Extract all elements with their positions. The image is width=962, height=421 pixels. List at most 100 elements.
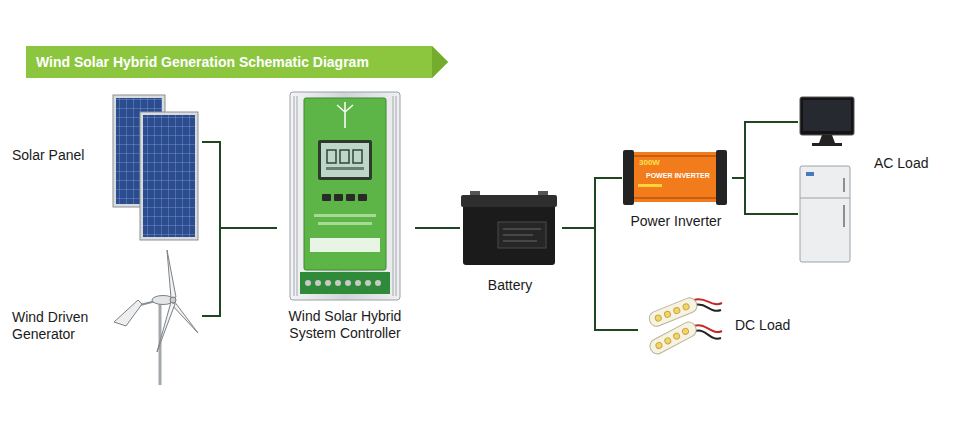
title-banner: [26, 46, 448, 78]
tv-picture: [812, 143, 842, 146]
controller-picture: [305, 280, 381, 286]
controller-picture: [335, 280, 341, 286]
wire-connector: [562, 228, 638, 330]
led-module-picture: [695, 331, 721, 339]
inverter-picture: [638, 184, 662, 187]
tv-picture: [800, 97, 854, 146]
battery-picture: [498, 222, 546, 248]
inverter-picture: [716, 150, 727, 205]
battery-picture: [461, 191, 557, 265]
wire-connector: [562, 178, 622, 228]
solar-panel-picture: [140, 112, 198, 240]
controller-picture: [337, 102, 353, 128]
led-module-picture: [664, 310, 672, 318]
tv-picture: [819, 135, 835, 143]
controller-picture: [321, 143, 369, 177]
controller-picture: [334, 194, 343, 201]
controller-picture: [294, 96, 396, 296]
led-module-picture: [695, 305, 721, 311]
led-module-picture: [654, 303, 690, 322]
wind-turbine-picture: [167, 250, 176, 298]
device-marking: 300W: [639, 159, 660, 167]
controller-picture: [305, 280, 311, 286]
led-module-picture: [694, 299, 722, 304]
component-node: Battery: [460, 190, 562, 298]
wire-connector: [202, 228, 277, 316]
title-banner: [432, 46, 448, 78]
inverter-picture: [623, 150, 634, 205]
led-module-picture: [648, 320, 699, 357]
controller-picture: [355, 280, 361, 286]
fridge-picture: [843, 205, 845, 227]
wind-turbine-picture: [114, 300, 142, 326]
controller-picture: [325, 280, 331, 286]
controller-picture: [314, 214, 376, 217]
component-label: Wind Solar Hybrid System Controller: [277, 308, 413, 342]
led-module-picture: [673, 332, 681, 340]
component-label: DC Load: [735, 317, 801, 334]
controller-picture: [290, 92, 400, 300]
controller-picture: [290, 92, 400, 300]
controller-picture: [318, 222, 372, 225]
wind-turbine-picture: [114, 250, 198, 385]
led-module-picture: [681, 327, 689, 335]
fridge-picture: [800, 166, 850, 262]
wire-connector: [202, 142, 277, 228]
component-label: Solar Panel: [12, 147, 104, 164]
controller-picture: [365, 280, 371, 286]
led-module-picture: [682, 303, 690, 311]
controller-picture: [375, 280, 381, 286]
led-module-picture: [664, 337, 672, 345]
led-module-picture: [654, 314, 662, 322]
wind-turbine-picture: [171, 301, 198, 333]
led-module-picture: [655, 327, 690, 349]
led-module-picture: [655, 341, 663, 349]
inverter-picture: [632, 156, 718, 198]
fridge-picture: [800, 198, 850, 199]
wind-turbine-picture: [170, 297, 176, 303]
controller-picture: [326, 167, 364, 170]
controller-picture: [304, 98, 386, 270]
component-label: AC Load: [874, 155, 946, 172]
led-module-picture: [647, 296, 722, 357]
controller-picture: [346, 194, 355, 201]
fridge-picture: [843, 178, 845, 192]
controller-picture: [315, 280, 321, 286]
solar-panel-picture: [143, 115, 195, 237]
component-node: AC Load: [798, 96, 948, 264]
controller-picture: [345, 280, 351, 286]
component-node: Wind Solar Hybrid System Controller: [277, 88, 415, 346]
title-banner: [26, 46, 448, 78]
controller-picture: [358, 194, 367, 201]
component-node: Solar Panel: [12, 90, 202, 242]
fridge-picture: [800, 166, 850, 262]
wire-connector: [732, 122, 798, 214]
wind-turbine-picture: [157, 302, 175, 352]
battery-picture: [463, 203, 555, 265]
battery-picture: [503, 229, 541, 241]
led-module-picture: [673, 307, 681, 315]
controller-picture: [310, 238, 380, 252]
inverter-picture: [632, 152, 718, 202]
component-node: Power Inverter: [622, 148, 732, 232]
component-node: DC Load: [638, 298, 803, 358]
component-label: Wind Driven Generator: [12, 309, 96, 343]
led-module-picture: [648, 320, 699, 357]
component-label: Power Inverter: [622, 213, 730, 230]
device-marking: POWER INVERTER: [646, 172, 710, 179]
component-node: Wind Driven Generator: [12, 248, 202, 388]
component-label: Battery: [460, 277, 560, 294]
controller-picture: [318, 140, 372, 180]
fridge-picture: [806, 172, 814, 176]
controller-picture: [327, 150, 362, 163]
solar-panel-picture: [113, 95, 198, 240]
controller-picture: [300, 272, 390, 294]
inverter-picture: [623, 150, 727, 205]
tv-picture: [800, 97, 854, 135]
controller-picture: [322, 194, 331, 201]
battery-picture: [461, 195, 557, 207]
diagram-title: Wind Solar Hybrid Generation Schematic D…: [36, 54, 369, 70]
wire-connector: [415, 227, 460, 229]
